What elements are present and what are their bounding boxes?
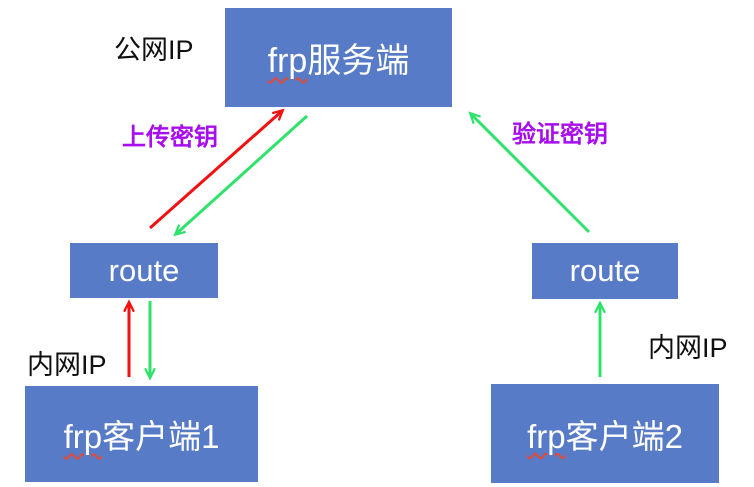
- node-frp-client2-label: frp客户端2: [527, 410, 683, 458]
- label-verify-key: 验证密钥: [512, 121, 608, 148]
- node-frp-server-label: frp服务端: [268, 33, 410, 82]
- node-frp-client1-label-suffix: 客户端1: [102, 418, 220, 455]
- node-frp-client2: frp客户端2: [491, 384, 719, 483]
- node-route-left-label: route: [108, 252, 180, 288]
- node-frp-client1-label-prefix: frp: [63, 418, 103, 455]
- label-public-ip: 公网IP: [114, 35, 194, 65]
- node-route-right: route: [532, 243, 678, 299]
- node-route-left: route: [70, 243, 218, 298]
- node-frp-client2-label-prefix: frp: [527, 417, 566, 455]
- node-frp-server-label-prefix: frp: [267, 42, 308, 80]
- label-lan-ip-left: 内网IP: [27, 350, 107, 380]
- node-frp-client1: frp客户端1: [25, 386, 258, 482]
- node-route-right-label: route: [569, 253, 641, 288]
- node-frp-client2-label-suffix: 客户端2: [565, 417, 683, 455]
- node-frp-server-label-suffix: 服务端: [307, 42, 410, 80]
- node-frp-client1-label: frp客户端1: [64, 410, 220, 458]
- node-frp-server: frp服务端: [225, 8, 452, 107]
- label-upload-key: 上传密钥: [122, 124, 218, 151]
- label-lan-ip-right: 内网IP: [648, 333, 728, 363]
